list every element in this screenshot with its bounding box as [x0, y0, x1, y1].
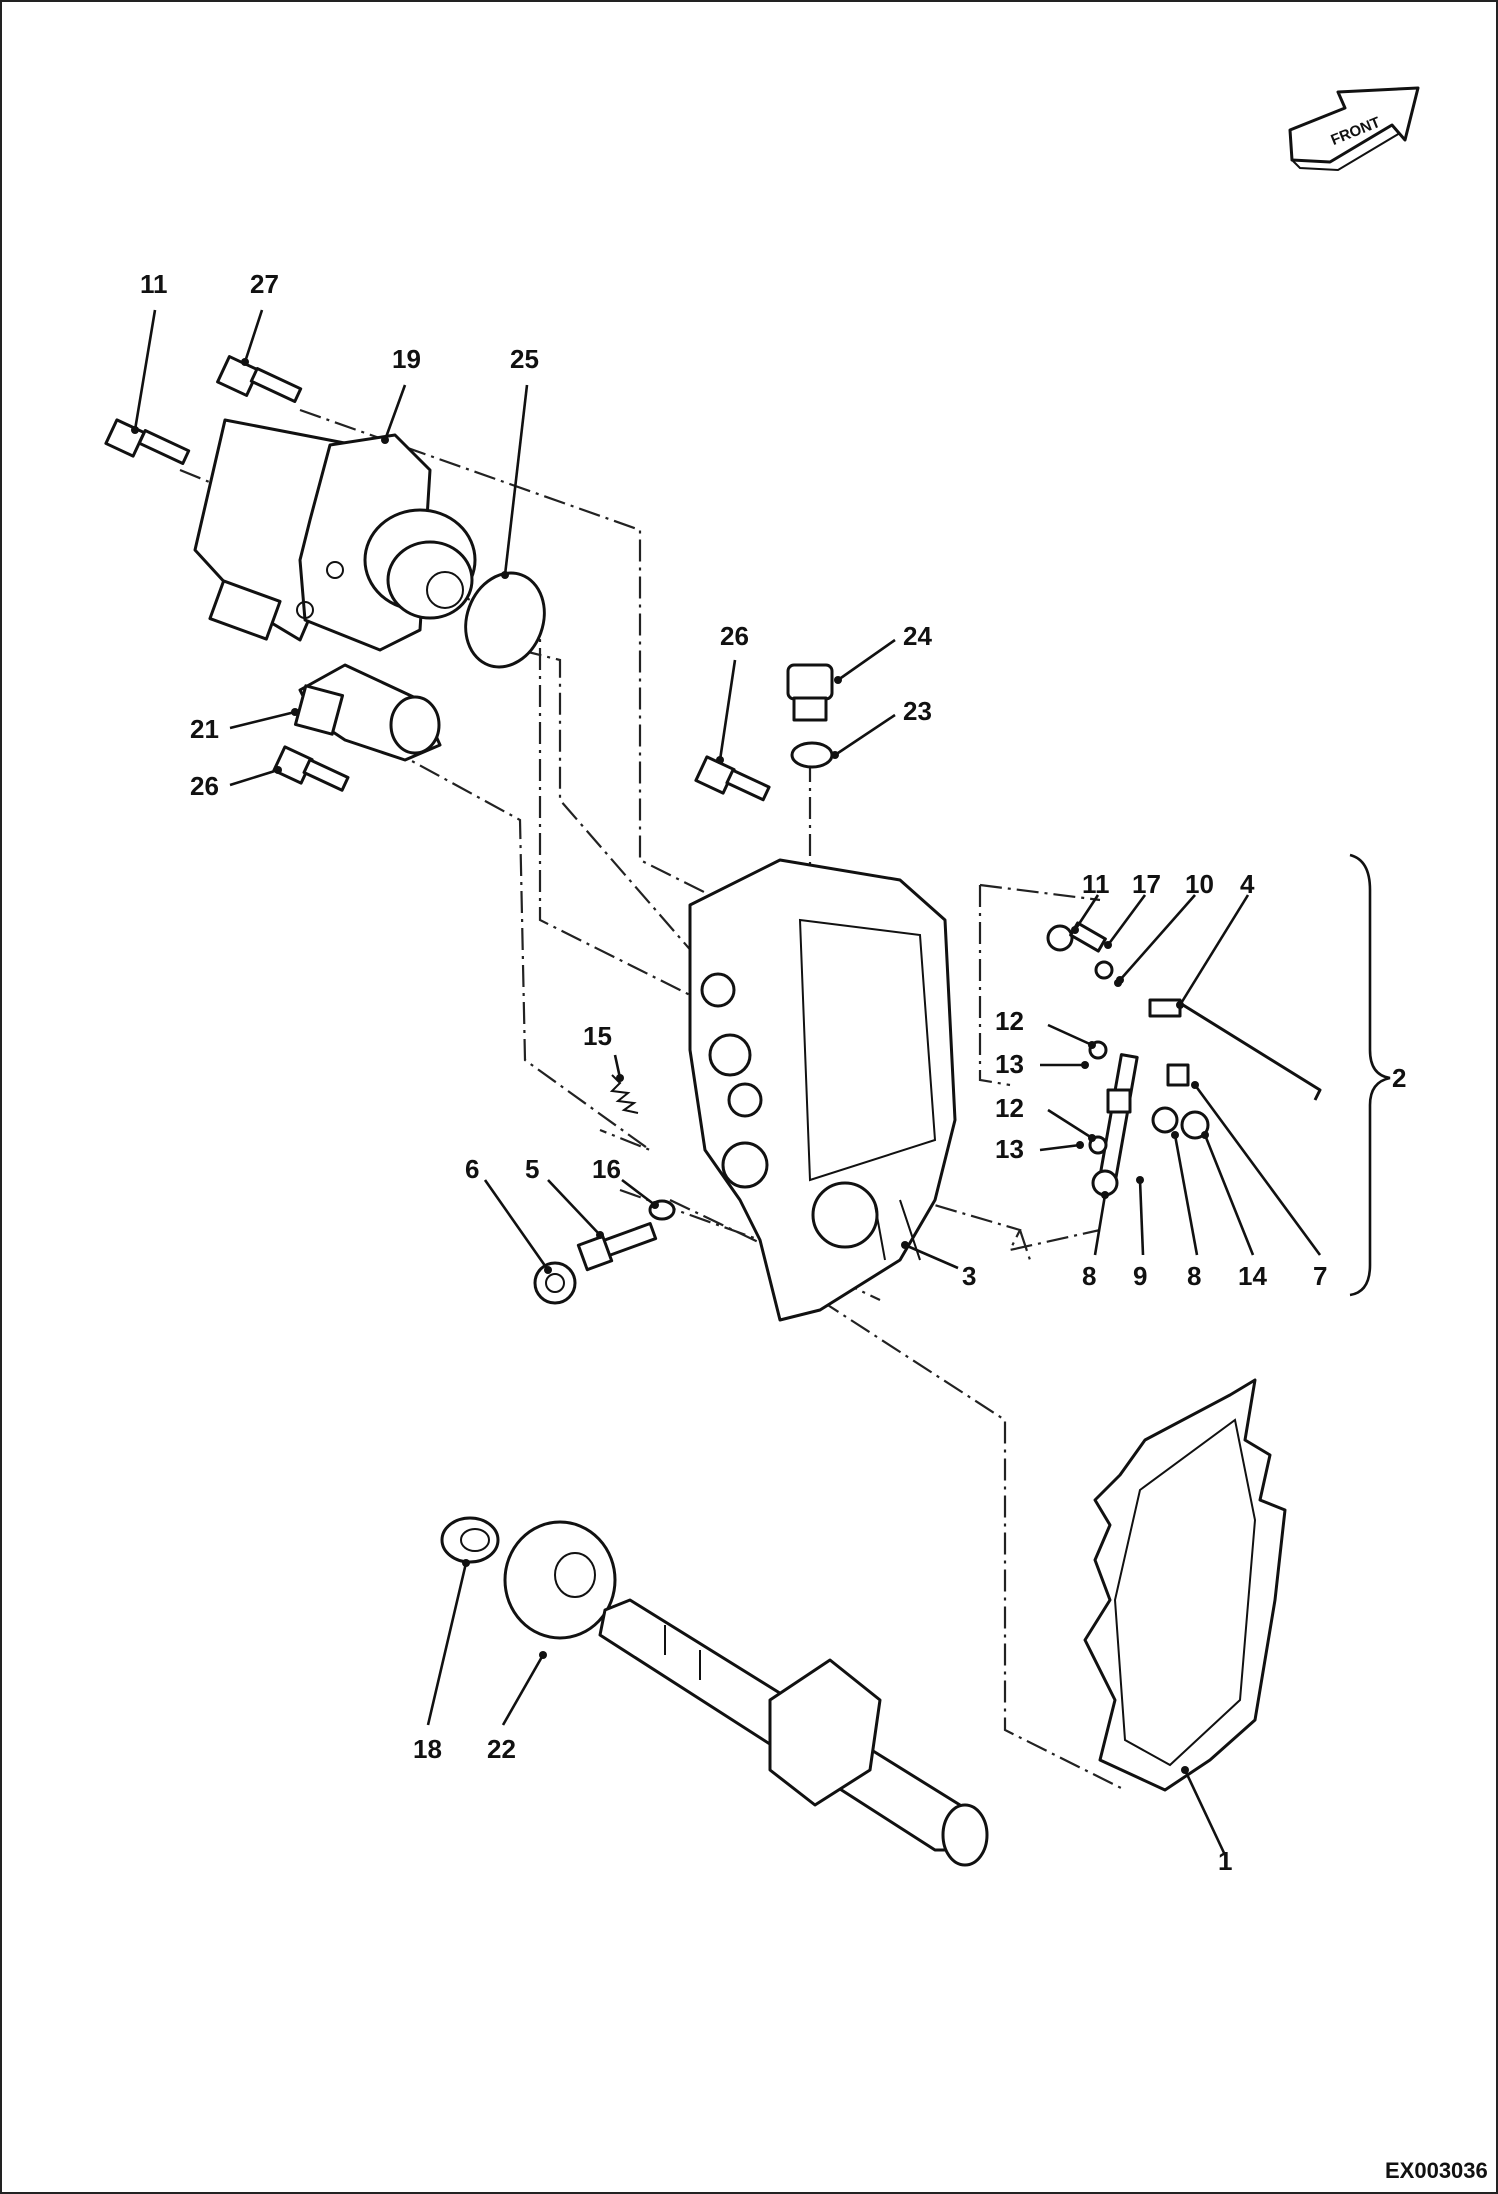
callout-12-top: 12	[995, 1006, 1024, 1036]
callout-26-left: 26	[190, 771, 219, 801]
bolt-26-center	[694, 755, 771, 802]
callout-22: 22	[487, 1734, 516, 1764]
callout-18: 18	[413, 1734, 442, 1764]
callout-2: 2	[1392, 1063, 1406, 1093]
bolt-27	[216, 355, 303, 403]
callout-8-left: 8	[1082, 1261, 1096, 1291]
callout-4: 4	[1240, 869, 1255, 899]
camshaft	[598, 1598, 989, 1867]
callout-14: 14	[1238, 1261, 1267, 1291]
bolt-26-left	[272, 745, 350, 792]
o-ring	[464, 571, 546, 669]
callouts: 11 27 19 25 21 26 26 24 23 11 17 10 4 12…	[140, 269, 1406, 1876]
callout-16: 16	[592, 1154, 621, 1184]
callout-12-bottom: 12	[995, 1093, 1024, 1123]
plug-24	[786, 663, 834, 722]
washer-23	[790, 741, 834, 769]
gear-22	[503, 1520, 617, 1640]
callout-20: 11	[140, 269, 168, 299]
callout-9: 9	[1133, 1261, 1147, 1291]
callout-8-right: 8	[1187, 1261, 1201, 1291]
callout-24: 24	[903, 621, 932, 651]
group-curly-brace-icon	[1349, 853, 1391, 1297]
bolt-20	[104, 418, 191, 465]
callout-11: 11	[1082, 869, 1110, 899]
callout-25: 25	[510, 344, 539, 374]
callout-15: 15	[583, 1021, 612, 1051]
front-arrow-icon: FRONT	[1288, 86, 1420, 172]
callout-3: 3	[962, 1261, 976, 1291]
nut-7	[533, 1261, 577, 1305]
callout-10: 10	[1185, 869, 1214, 899]
spring-15	[609, 1074, 639, 1114]
leader-lines	[131, 309, 1322, 1856]
callout-7: 6	[465, 1154, 479, 1184]
shaft-6	[576, 1222, 658, 1272]
callout-6: 5	[525, 1154, 539, 1184]
callout-27: 27	[250, 269, 279, 299]
callout-13-top: 13	[995, 1049, 1024, 1079]
main-housing	[688, 858, 957, 1322]
callout-21: 21	[190, 714, 219, 744]
gasket-1	[1083, 1378, 1287, 1792]
nut-18	[440, 1516, 500, 1564]
callout-19: 19	[392, 344, 421, 374]
callout-23: 23	[903, 696, 932, 726]
callout-17: 17	[1132, 869, 1161, 899]
callout-1: 1	[1218, 1846, 1232, 1876]
governor-linkage	[1046, 921, 1322, 1197]
callout-26-center: 26	[720, 621, 749, 651]
callout-5: 7	[1313, 1261, 1327, 1291]
reference-code: EX003036	[1385, 2158, 1488, 2183]
actuator-housing	[193, 418, 477, 652]
callout-13-bottom: 13	[995, 1134, 1024, 1164]
sensor-21	[293, 663, 442, 762]
